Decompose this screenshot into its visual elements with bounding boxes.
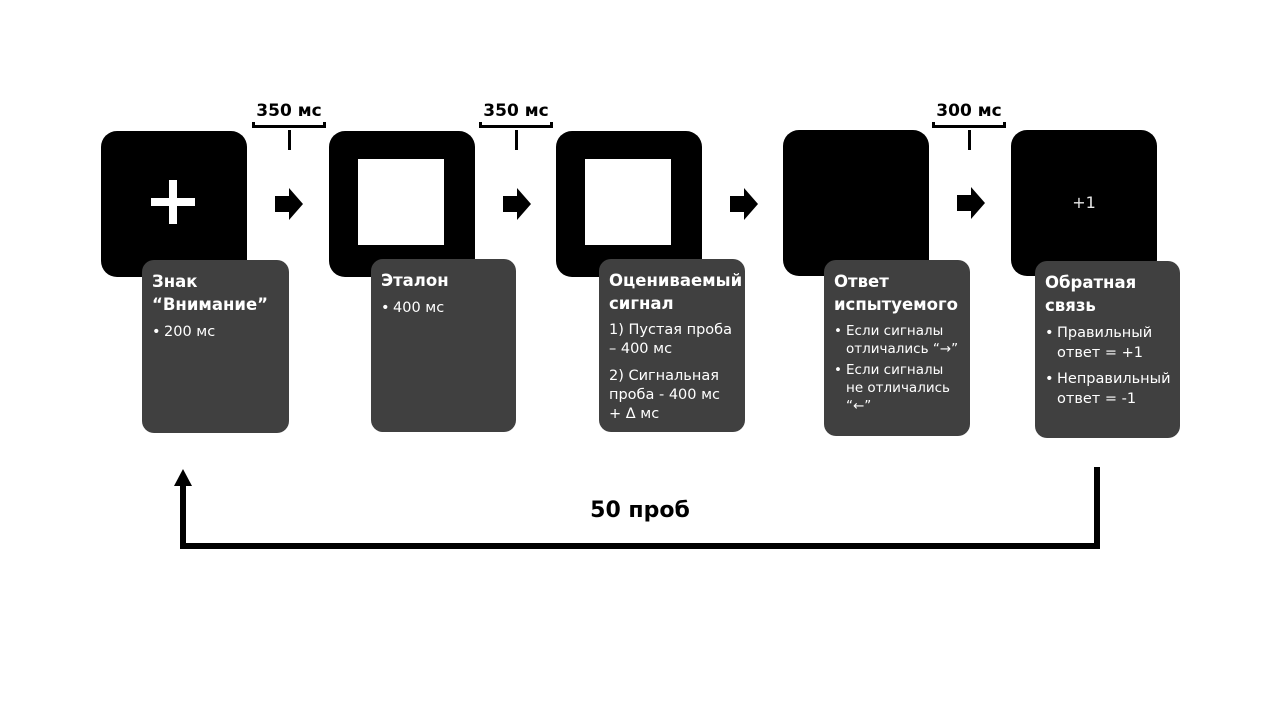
interval-bracket-stem xyxy=(288,130,291,150)
stage-2-screen xyxy=(329,131,475,277)
stage-2-card: Эталон 400 мс xyxy=(371,259,516,432)
stage-4-title: Ответ испытуемого xyxy=(834,272,958,314)
stage-4-card: Ответ испытуемого Если сигналы отличалис… xyxy=(824,260,970,436)
stage-3-line-1: 1) Пустая проба – 400 мс xyxy=(609,322,732,357)
interval-bracket-stem xyxy=(515,130,518,150)
stage-2-title: Эталон xyxy=(381,271,449,290)
stage-3-line-2: 2) Сигнальная проба - 400 мс + Δ мс xyxy=(609,368,721,422)
stage-1-screen xyxy=(101,131,247,277)
stage-5-card: Обратная связь Правильный ответ = +1 Неп… xyxy=(1035,261,1180,438)
arrow-right-icon xyxy=(730,188,758,220)
stage-1-card: Знак “Внимание” 200 мс xyxy=(142,260,289,433)
stage-4-bullet-1: Если сигналы отличались “→” xyxy=(834,322,960,358)
arrow-right-icon xyxy=(275,188,303,220)
stage-5-title: Обратная связь xyxy=(1045,273,1137,315)
stage-5-bullet-2: Неправильный ответ = -1 xyxy=(1045,369,1171,409)
interval-1-label: 350 мс xyxy=(249,100,329,122)
interval-2-label: 350 мс xyxy=(476,100,556,122)
stage-4-bullet-2: Если сигналы не отличались “←” xyxy=(834,361,960,415)
stage-4-screen xyxy=(783,130,929,276)
signal-square xyxy=(585,159,671,245)
fixation-cross-icon xyxy=(151,180,195,224)
stage-5-bullet-1: Правильный ответ = +1 xyxy=(1045,323,1170,363)
stage-5-screen: +1 xyxy=(1011,130,1157,276)
stage-1-bullet-1: 200 мс xyxy=(152,322,279,342)
stage-2-bullet-1: 400 мс xyxy=(381,298,506,318)
stage-3-screen xyxy=(556,131,702,277)
standard-square xyxy=(358,159,444,245)
stage-3-title: Оцениваемый сигнал xyxy=(609,271,743,313)
interval-bracket-stem xyxy=(968,130,971,150)
stage-3-card: Оцениваемый сигнал 1) Пустая проба – 400… xyxy=(599,259,745,432)
stage-1-title: Знак “Внимание” xyxy=(152,272,268,314)
arrow-right-icon xyxy=(503,188,531,220)
loop-label: 50 проб xyxy=(590,498,690,523)
arrow-right-icon xyxy=(957,187,985,219)
feedback-screen-text: +1 xyxy=(1072,193,1096,212)
interval-3-label: 300 мс xyxy=(929,100,1009,122)
